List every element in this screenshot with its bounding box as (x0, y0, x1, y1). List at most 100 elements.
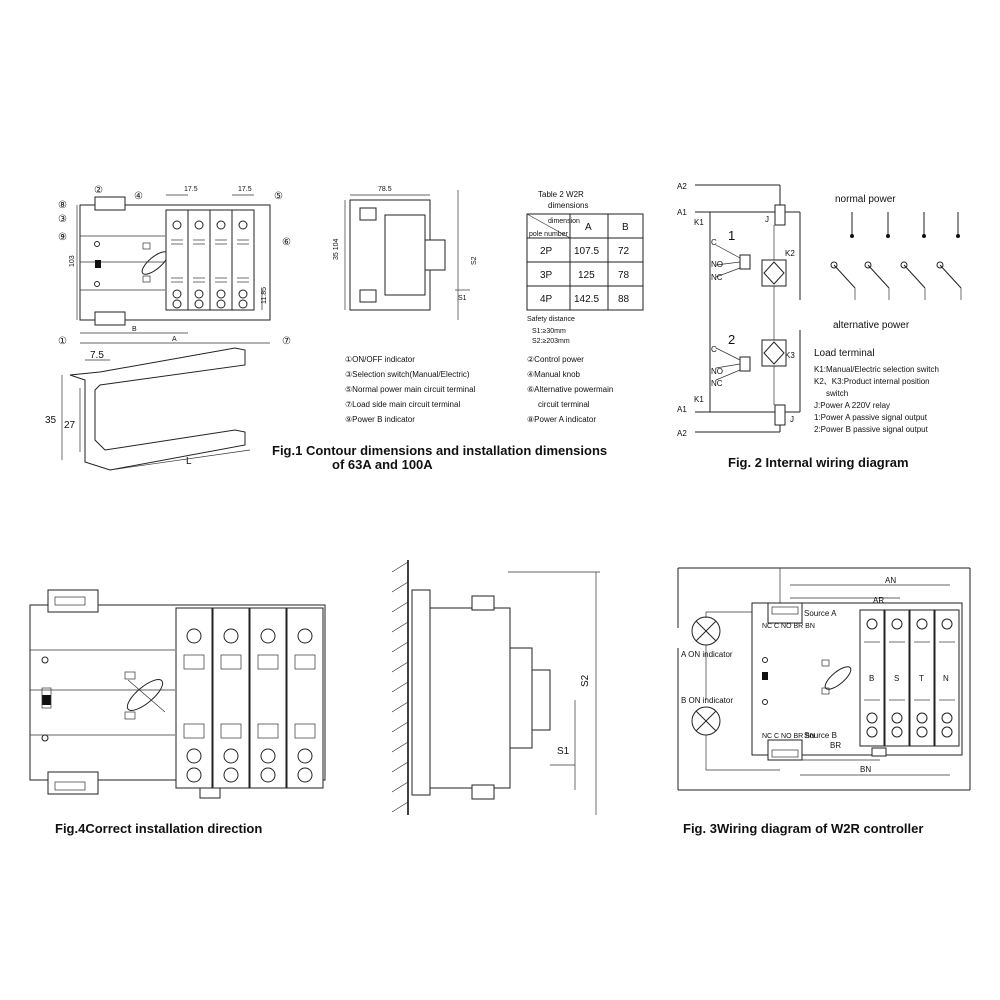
label-a1-bottom: A1 (677, 405, 687, 414)
dim-27: 27 (64, 420, 76, 431)
fig4-caption: Fig.4Correct installation direction (55, 821, 262, 836)
label-source-a: Source A (804, 609, 837, 618)
safety-title: Safety distance (527, 316, 575, 323)
callout-9: ⑨ (58, 232, 67, 243)
phase-label: B (869, 674, 874, 683)
callout-2: ② (94, 185, 103, 196)
label-nc2: NC (711, 379, 723, 388)
label-c1: C (711, 238, 717, 247)
phase-label: T (919, 674, 924, 683)
terminal-text: NC C NO BR BN (762, 623, 815, 630)
fig1-poles (165, 209, 255, 311)
legend-item: ⑨Power B indicator (345, 415, 415, 424)
dim-a: A (172, 336, 177, 343)
safety-s2: S2:≥203mm (532, 338, 570, 345)
legend-item: ④Manual knob (527, 370, 581, 379)
label-a-on-indicator: A ON indicator (681, 650, 733, 659)
label-b-on-indicator: B ON indicator (681, 696, 733, 705)
table-corner-top: dimension (548, 218, 580, 225)
legend-item: ①ON/OFF indicator (345, 355, 415, 364)
dim-35: 35 (45, 415, 57, 426)
fig1-front-view: 17.5 17.5 103 B A 11.85 ② ④ ⑤ ⑧ ③ ⑨ ⑥ ① … (58, 185, 291, 347)
label-1: 1 (728, 228, 735, 243)
legend-item: ③Selection switch(Manual/Electric) (345, 370, 470, 379)
label-2: 2 (728, 332, 735, 347)
legend-item: ⑥Alternative powermain (527, 385, 613, 394)
fig4-poles (175, 607, 324, 789)
dim-s1: S1 (557, 746, 570, 757)
fig1-din-rail: 35 27 7.5 L (45, 347, 251, 471)
dim-17-5-left: 17.5 (184, 186, 198, 193)
table-cell-pole: 2P (540, 246, 553, 257)
dim-7-5: 7.5 (90, 350, 104, 361)
fig3-poles: B S T N (859, 609, 960, 747)
dim-17-5-right: 17.5 (238, 186, 252, 193)
legend-item: ⑦Load side main circuit terminal (345, 400, 460, 409)
dim-11-85: 11.85 (261, 287, 268, 304)
fig1-caption-line2: of 63A and 100A (332, 457, 433, 472)
fig2-legend-item: J:Power A 220V relay (814, 401, 890, 410)
fig2-legend-item: 1:Power A passive signal output (814, 413, 928, 422)
callout-1: ① (58, 336, 67, 347)
legend-item: ⑧Power A indicator (527, 415, 596, 424)
load-terminal-label: Load terminal (814, 348, 875, 359)
label-ar: AR (873, 596, 884, 605)
callout-8: ⑧ (58, 200, 67, 211)
label-k1-bottom: K1 (694, 395, 704, 404)
phase-label: S (894, 674, 899, 683)
table-cell-b: 72 (618, 246, 630, 257)
table-header-b: B (622, 222, 629, 233)
legend-item: circuit terminal (538, 400, 590, 409)
dim-s2: S2 (580, 674, 591, 687)
label-k1-top: K1 (694, 218, 704, 227)
table-title: Table 2 W2R (538, 190, 584, 199)
label-br: BR (830, 741, 841, 750)
alternative-power-label: alternative power (833, 320, 910, 331)
table-cell-a: 107.5 (574, 246, 599, 257)
label-an: AN (885, 576, 896, 585)
normal-power-label: normal power (835, 194, 896, 205)
fig2-caption: Fig. 2 Internal wiring diagram (728, 455, 909, 470)
fig2-legend-item: K2、K3:Product internal position (814, 377, 930, 386)
callout-4: ④ (134, 191, 143, 202)
fig2-normal-power: normal power alternative power Load term… (814, 194, 962, 434)
label-a2-top: A2 (677, 182, 687, 191)
fig3-caption: Fig. 3Wiring diagram of W2R controller (683, 821, 923, 836)
dim-b: B (132, 326, 137, 333)
table-cell-b: 88 (618, 294, 630, 305)
fig1-callouts: ② ④ ⑤ ⑧ ③ ⑨ ⑥ ① ⑦ (58, 185, 291, 347)
dim-103: 103 (69, 255, 76, 267)
dim-35-104: 35 104 (333, 238, 340, 260)
table-cell-pole: 4P (540, 294, 553, 305)
table-header-a: A (585, 222, 592, 233)
table-cell-pole: 3P (540, 270, 553, 281)
table-cell-a: 125 (578, 270, 595, 281)
callout-3: ③ (58, 214, 67, 225)
callout-6: ⑥ (282, 237, 291, 248)
label-j2: J (790, 415, 794, 424)
label-j1: J (765, 215, 769, 224)
fig2-legend-item: 2:Power B passive signal output (814, 425, 929, 434)
fig2-legend-item: switch (826, 389, 848, 398)
label-a2-bottom: A2 (677, 429, 687, 438)
phase-label: N (943, 674, 949, 683)
label-c2: C (711, 345, 717, 354)
table-cell-a: 142.5 (574, 294, 599, 305)
fig1-caption: Fig.1 Contour dimensions and installatio… (272, 443, 607, 458)
dim-s1: S1 (458, 295, 467, 302)
label-bn: BN (860, 765, 871, 774)
fig1-side-view: 78.5 35 104 S2 S1 (333, 186, 478, 320)
label-source-b: Source B (804, 731, 837, 740)
table-corner-bottom: pole number (529, 231, 569, 238)
safety-s1: S1:≥30mm (532, 328, 566, 335)
fig2-legend-item: K1:Manual/Electric selection switch (814, 365, 939, 374)
dim-78-5: 78.5 (378, 186, 392, 193)
table-title-line2: dimensions (548, 201, 588, 210)
terminal-text: NC C NO BR BN (762, 733, 815, 740)
dim-l: L (186, 456, 192, 467)
label-no2: NO (711, 367, 723, 376)
fig4-front (29, 589, 326, 799)
label-nc1: NC (711, 273, 723, 282)
fig3-wiring: NC C NO BR BN NC C NO BR BN B S T N AN A… (677, 567, 971, 791)
table-cell-b: 78 (618, 270, 630, 281)
